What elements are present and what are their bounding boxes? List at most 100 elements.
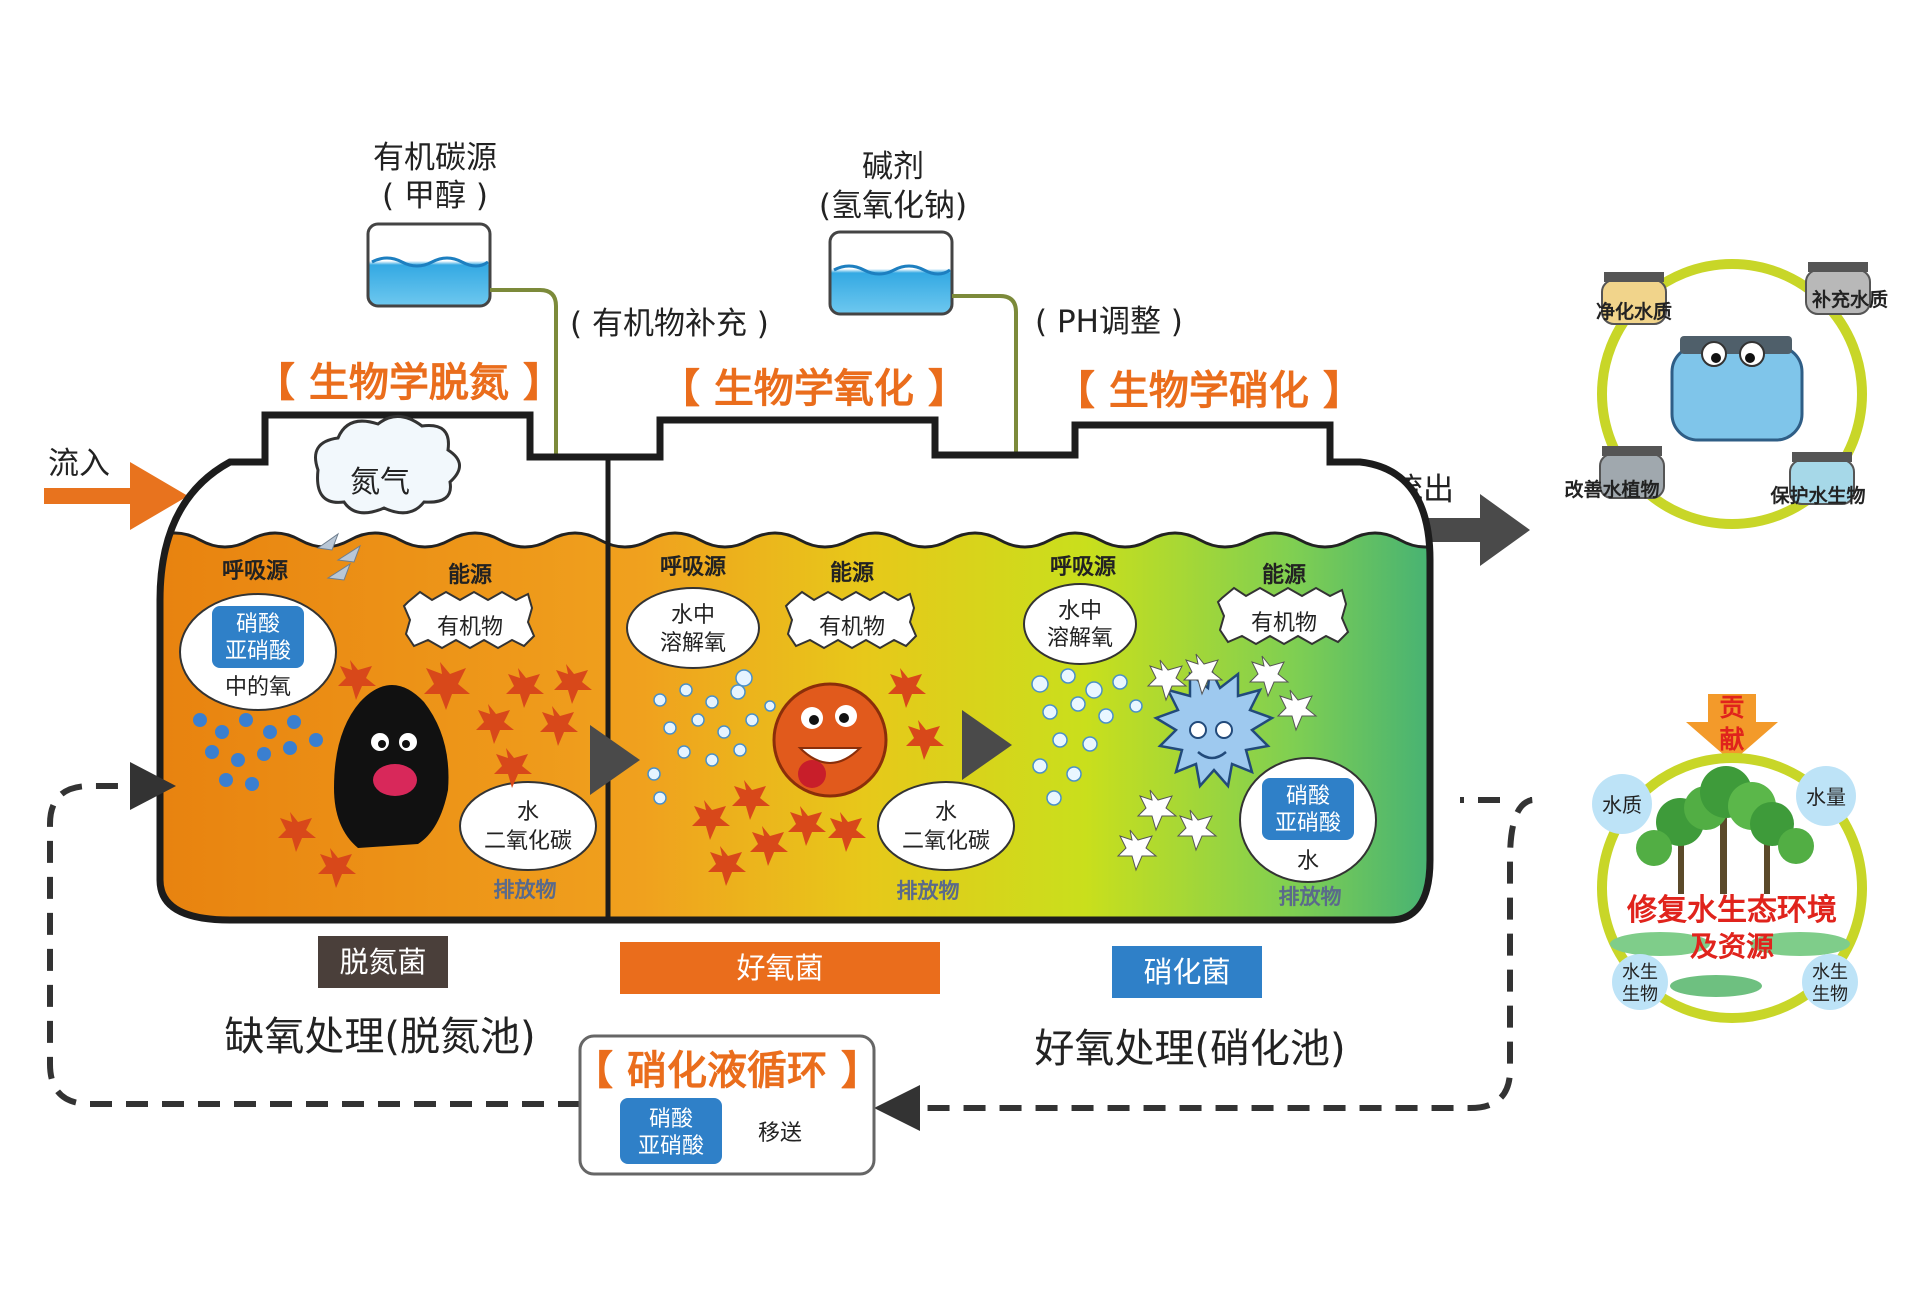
inflow-arrow xyxy=(44,462,188,530)
recycle-chem-line1: 硝酸 xyxy=(649,1107,693,1132)
ecology-life-right-1: 水生 xyxy=(1812,962,1848,983)
purify-mascot-icon xyxy=(1601,272,1667,325)
oxygen-bubbles-2 xyxy=(647,669,776,805)
chamber1-out-line2: 二氧化碳 xyxy=(484,829,572,854)
chamber2-discharge-label: 排放物 xyxy=(897,879,960,903)
carbon-source-label: 有机碳源 xyxy=(373,140,497,176)
chamber3-out-line1: 硝酸 xyxy=(1286,784,1330,809)
chamber3-discharge-label: 排放物 xyxy=(1279,885,1342,909)
ecology-life-left-1: 水生 xyxy=(1622,962,1658,983)
chamber3-organic-badge xyxy=(1216,586,1350,646)
alkali-sub: (氢氧化钠) xyxy=(819,188,967,224)
white-particles-3 xyxy=(1116,653,1318,872)
ecology-life-right-2: 生物 xyxy=(1812,984,1848,1005)
nitrifying-bacteria-badge xyxy=(1112,946,1262,998)
inflow-label: 流入 xyxy=(48,446,110,482)
alkali-pipe xyxy=(952,294,1018,522)
chamber2-respiration-label: 呼吸源 xyxy=(660,555,726,580)
chamber3-nitrate-badge xyxy=(1262,778,1354,840)
protect-mascot-icon xyxy=(1789,452,1855,505)
chamber2-organic-label: 有机物 xyxy=(819,615,885,640)
forest-icon xyxy=(1636,766,1814,894)
flow-arrow-2-to-3 xyxy=(962,710,1012,780)
aerobic-process-label: 好氧处理(硝化池) xyxy=(1034,1026,1345,1072)
improve-mascot-icon xyxy=(1599,446,1665,499)
chamber2-output-bubble xyxy=(877,781,1015,871)
chamber1-organic-badge xyxy=(402,590,536,650)
benefit-supplement-label: 补充水质 xyxy=(1812,288,1888,311)
organic-particles-1 xyxy=(278,660,592,888)
recycle-title: 【 硝化液循环 】 xyxy=(573,1048,881,1094)
nitrifying-bacteria-icon xyxy=(1153,663,1275,789)
contribute-arrow xyxy=(1686,694,1778,762)
chamber3-organic-label: 有机物 xyxy=(1251,611,1317,636)
denitrifying-bacteria-label: 脱氮菌 xyxy=(339,945,426,979)
carbon-source-sub: ( 甲醇 ) xyxy=(382,178,488,214)
alkali-supply-note: ( PH调整 ) xyxy=(1035,304,1183,340)
aquatic-life-left-circle xyxy=(1612,954,1668,1010)
ecology-quantity-label: 水量 xyxy=(1806,785,1846,809)
alkali-tank xyxy=(828,230,954,316)
aerobic-bacteria-icon xyxy=(772,682,888,798)
chamber2-source-line2: 溶解氧 xyxy=(660,631,726,656)
ecology-life-left-2: 生物 xyxy=(1622,984,1658,1005)
chamber1-energy-label: 能源 xyxy=(448,562,492,588)
chamber2-out-line1: 水 xyxy=(935,800,957,825)
chamber1-output-bubble xyxy=(459,781,597,871)
oxygen-bubbles-3 xyxy=(1031,668,1143,806)
chamber1-out-line1: 水 xyxy=(517,800,539,825)
contribute-char-2: 献 xyxy=(1719,725,1744,754)
stage-title-oxidize: 【 生物学氧化 】 xyxy=(660,366,968,412)
outflow-arrow xyxy=(1395,494,1530,566)
chamber1-discharge-label: 排放物 xyxy=(494,878,557,902)
recycle-arrow-into-tank xyxy=(130,762,176,810)
ecology-restore-label: 修复水生态环境 xyxy=(1626,893,1837,928)
benefit-purify-label: 净化水质 xyxy=(1596,300,1672,323)
recycle-return-dashed-line-right xyxy=(880,797,1533,1111)
recycle-chem-line2: 亚硝酸 xyxy=(638,1134,704,1159)
chamber1-source-line1: 硝酸 xyxy=(236,612,280,637)
chamber1-source-line2: 亚硝酸 xyxy=(225,639,291,664)
chamber2-organic-badge xyxy=(784,590,918,650)
flow-arrow-1-to-2 xyxy=(590,725,640,795)
alkali-label: 碱剂 xyxy=(862,149,924,185)
ecology-quality-label: 水质 xyxy=(1602,793,1642,817)
supplement-mascot-icon xyxy=(1805,262,1871,315)
nitrogen-gas-label: 氮气 xyxy=(350,465,410,500)
chamber3-respiration-label: 呼吸源 xyxy=(1050,555,1116,580)
stage-title-nitrify: 【 生物学硝化 】 xyxy=(1055,368,1363,414)
aerobic-bacteria-badge xyxy=(620,942,940,994)
nitrogen-gas-cloud xyxy=(314,415,461,515)
chamber3-out-line2: 亚硝酸 xyxy=(1275,811,1341,836)
benefit-improve-label: 改善水植物 xyxy=(1564,478,1659,501)
water-quantity-circle xyxy=(1796,766,1856,826)
chamber3-oxygen-source-bubble xyxy=(1023,583,1137,665)
denitrifying-bacteria-icon xyxy=(334,685,449,848)
denitrifying-bacteria-badge xyxy=(318,936,448,988)
chamber2-source-line1: 水中 xyxy=(671,603,715,628)
chamber1-organic-label: 有机物 xyxy=(437,615,503,640)
gas-rise-icon xyxy=(316,532,361,581)
chamber3-energy-label: 能源 xyxy=(1262,562,1306,588)
contribute-char-1: 贡 xyxy=(1719,693,1744,722)
stage-title-denitrify: 【 生物学脱氮 】 xyxy=(255,360,563,406)
chamber3-source-line2: 溶解氧 xyxy=(1047,626,1113,651)
recycle-transfer-label: 移送 xyxy=(758,1121,802,1146)
chamber1-source-line3: 中的氧 xyxy=(225,675,291,700)
oxygen-bubbles-1 xyxy=(193,713,323,791)
chamber1-nitrate-badge xyxy=(212,606,304,668)
recycle-chem-badge xyxy=(620,1098,722,1164)
benefit-protect-label: 保护水生物 xyxy=(1769,484,1865,507)
nitrifying-bacteria-label: 硝化菌 xyxy=(1143,955,1230,989)
chamber1-respiration-label: 呼吸源 xyxy=(222,559,288,584)
aquatic-life-right-circle xyxy=(1802,954,1858,1010)
chamber2-oxygen-source-bubble xyxy=(626,587,760,669)
carbon-source-tank xyxy=(366,222,492,308)
ecology-resources-label: 及资源 xyxy=(1690,930,1774,963)
chamber3-out-line3: 水 xyxy=(1297,849,1319,874)
carbon-supply-note: ( 有机物补充 ) xyxy=(570,306,769,342)
aerobic-bacteria-label: 好氧菌 xyxy=(736,951,823,985)
fish-icon xyxy=(1610,932,1850,997)
recycle-arrow-left xyxy=(874,1085,920,1131)
